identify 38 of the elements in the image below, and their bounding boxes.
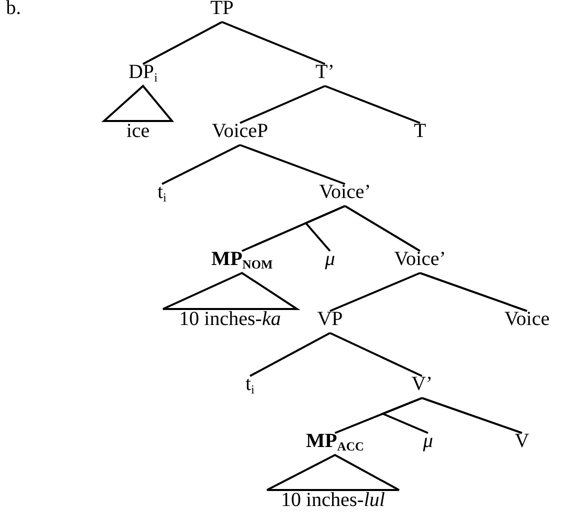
tree-branch [330,272,420,312]
tree-node-label: V [514,431,530,451]
triangle-symbol [101,84,174,122]
tree-node-label: Voice’ [394,249,446,269]
tree-branch [330,332,422,377]
tree-branch [162,144,240,185]
tree-node-label: μ [324,249,336,269]
tree-node-label: VoiceP [212,121,268,141]
tree-branch [324,85,420,124]
tree-branch [142,21,222,65]
tree-node-label: MP$_{NOM}$ [211,249,273,269]
tree-node-label: V’ [411,374,433,394]
example-label: b. [6,0,21,18]
tree-node-label: Voice [504,309,550,329]
tree-node-label: TP [210,0,234,18]
tree-node-label: 10 inches-lul [281,490,385,510]
tree-branch [380,397,428,434]
tree-branch [304,205,346,252]
tree-branch [420,272,528,312]
tree-branch [250,332,330,377]
tree-node-label: Voice’ [319,182,371,202]
tree-branch [222,21,326,65]
tree-node-label: t$_{i}$ [158,182,166,202]
triangle-symbol [266,454,400,491]
tree-node-label: T’ [316,62,334,82]
tree-branch [240,144,346,185]
tree-node-label: t$_{i}$ [246,374,254,394]
tree-branch [240,85,326,124]
tree-node-label: DP$_{i}$ [128,62,158,82]
tree-node-label: MP$_{ACC}$ [306,431,364,451]
tree-node-label: VP [317,309,343,329]
tree-node-label: T [414,121,426,141]
tree-node-label: μ [422,431,434,451]
tree-node-label: ice [126,121,150,141]
tree-node-label: 10 inches-ka [179,309,281,329]
tree-branch [422,397,522,434]
triangle-symbol [162,272,300,310]
tree-branch [344,205,421,252]
